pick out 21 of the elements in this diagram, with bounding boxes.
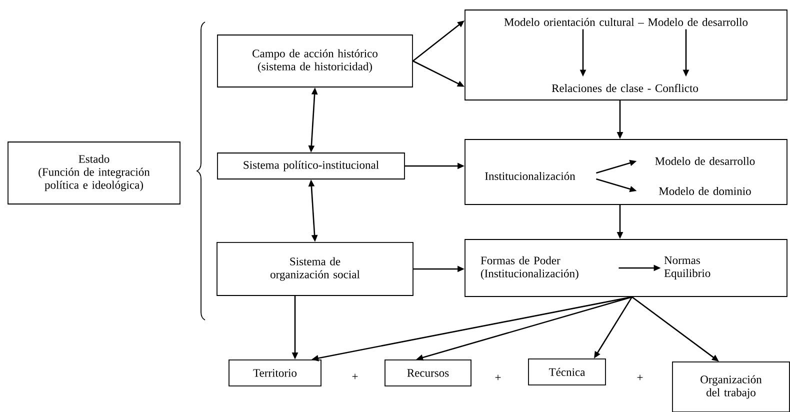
process-box: Recursos: [384, 360, 472, 386]
group-box: [464, 239, 788, 297]
plus-sign: +: [637, 374, 643, 380]
text: Modelo de dominio: [659, 186, 751, 196]
process-box: Sistema político-institucional: [217, 152, 405, 180]
text: Normas Equilibrio: [664, 256, 710, 280]
process-box: Campo de acción histórico (sistema de historicidad): [217, 34, 413, 88]
group-box: [464, 10, 788, 100]
text: Institucionalización: [485, 172, 576, 180]
process-box: Sistema de organización social: [216, 242, 414, 296]
process-box: Organización del trabajo: [672, 362, 790, 412]
process-box: Estado (Función de integración política e ideológica): [8, 142, 180, 204]
group-box: [464, 139, 788, 205]
text: Modelo orientación cultural – Modelo de desarrollo: [504, 18, 748, 26]
text: Modelo de desarrollo: [655, 156, 755, 166]
process-box: Territorio: [228, 360, 322, 386]
plus-sign: +: [495, 374, 501, 380]
text: Relaciones de clase - Conflicto: [552, 84, 698, 92]
plus-sign: +: [352, 374, 358, 380]
text: Formas de Poder (Institucionalización): [480, 256, 578, 280]
process-box: Técnica: [528, 358, 606, 386]
